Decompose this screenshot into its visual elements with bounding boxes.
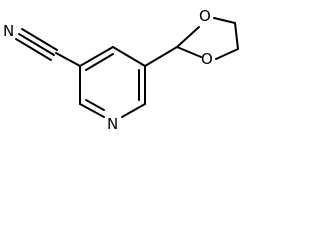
ring-dioxolane-bond [144,46,178,67]
ring-bond-c6-n1 [121,103,146,118]
nitrile-triple-bond-line-3 [15,38,52,61]
ring-bond-c3-c4-inner [85,53,114,71]
ring-bond-c4-c5 [112,46,146,67]
atom-labels: N N O O [3,7,213,133]
chemical-structure: N N O O [0,0,248,140]
lower-oxygen-label: O [201,50,213,68]
nitrile-triple-bond-line-2 [18,33,55,56]
ring-bond-c3-c4 [79,46,114,67]
nitrile-triple-bond-line-1 [21,28,58,51]
bonds [15,17,239,118]
acetal-upper-oxygen-bond [176,26,200,48]
cyano-ring-bond [55,52,81,67]
ring-bond-n1-c2 [79,103,105,118]
nitrile-nitrogen-label: N [3,22,14,40]
ring-nitrogen-label: N [107,115,118,133]
dioxolane-ch2-ch2-bond [234,22,239,50]
molecule-drawing: N N O O [3,7,239,133]
upper-oxygen-ch2-bond [213,17,236,24]
upper-oxygen-label: O [199,7,211,25]
lower-oxygen-acetal-bond [176,46,202,58]
ring-bond-n1-c2-inner [85,99,105,111]
lower-ch2-oxygen-bond [215,48,239,60]
